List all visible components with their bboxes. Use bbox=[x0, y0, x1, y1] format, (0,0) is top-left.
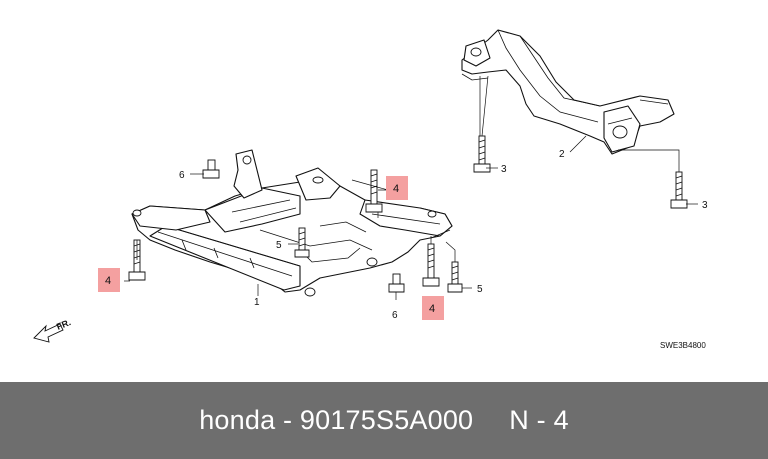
front-bolt-top-illustration bbox=[365, 169, 383, 213]
callout-front-bolt-right: 4 bbox=[429, 303, 435, 315]
callout-nut-6-top: 6 bbox=[179, 170, 185, 181]
front-direction-arrow: FR. bbox=[33, 317, 72, 343]
leader-lines bbox=[124, 75, 698, 300]
exploded-parts-diagram: 1 2 3 3 4 4 4 5 5 6 6 FR. SWE3B4800 bbox=[33, 29, 708, 350]
callout-rear-bolt-right: 3 bbox=[702, 200, 708, 211]
nut-6-bottom-illustration bbox=[388, 273, 405, 293]
footer-position: N - 4 bbox=[509, 405, 569, 435]
bolt-5-right-illustration bbox=[447, 261, 463, 293]
callout-front-bolt-left: 4 bbox=[105, 275, 111, 287]
callout-bolt-5-left: 5 bbox=[276, 240, 282, 251]
footer-separator: - bbox=[283, 405, 293, 435]
callout-highlight-front-bolt-top bbox=[386, 176, 408, 200]
callout-subframe-rear: 2 bbox=[559, 149, 565, 160]
footer-part-number: 90175S5A000 bbox=[299, 405, 474, 435]
rear-bolt-left-illustration bbox=[473, 135, 491, 173]
callout-nut-6-bottom: 6 bbox=[392, 310, 398, 321]
rear-bolt-right-illustration bbox=[670, 171, 688, 209]
callout-bolt-5-right: 5 bbox=[477, 284, 483, 295]
rear-subframe-illustration bbox=[461, 29, 675, 155]
front-direction-label: FR. bbox=[55, 317, 72, 332]
footer-brand: honda bbox=[199, 405, 276, 435]
callout-rear-bolt-left: 3 bbox=[501, 164, 507, 175]
callout-highlight-front-bolt-left bbox=[98, 268, 120, 292]
bolt-5-left-illustration bbox=[294, 227, 310, 258]
callout-front-bolt-top: 4 bbox=[393, 183, 399, 195]
callout-subframe-front: 1 bbox=[254, 297, 260, 308]
nut-6-top-illustration bbox=[202, 159, 220, 179]
callout-highlight-front-bolt-right bbox=[422, 296, 444, 320]
front-bolt-right-illustration bbox=[422, 243, 440, 287]
part-info-footer: honda - 90175S5A000 N - 4 bbox=[0, 382, 768, 459]
diagram-code: SWE3B4800 bbox=[660, 341, 706, 350]
